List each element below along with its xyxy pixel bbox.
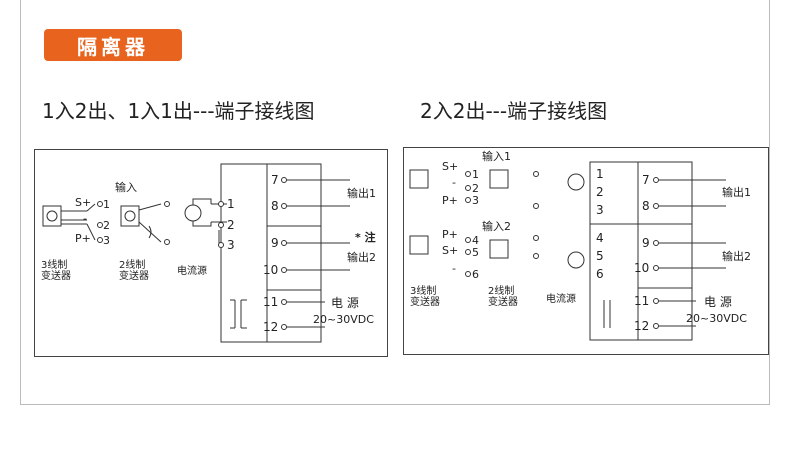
out1-label: 输出1 — [347, 186, 376, 200]
power-label: 电 源 — [331, 296, 359, 310]
out-term-7: 7 — [642, 173, 650, 187]
sign-s-plus: S+ — [75, 196, 91, 209]
sensor2-label-1: 2线制 — [119, 258, 145, 271]
in-term-2: 2 — [472, 182, 479, 195]
out-term-8: 8 — [642, 199, 650, 213]
in-term-5: 5 — [472, 246, 479, 259]
in-term-3: 3 — [103, 234, 110, 247]
sensor3-label-2: 变送器 — [410, 295, 440, 308]
power-range: 20~30VDC — [313, 313, 374, 326]
mod-term-3: 3 — [227, 238, 235, 252]
mod-term-2: 2 — [227, 218, 235, 232]
out2-label: 输出2 — [722, 249, 751, 263]
mod-term-1: 1 — [596, 167, 604, 181]
pwr-term-11: 11 — [263, 295, 278, 309]
sensor3-label-1: 3线制 — [410, 284, 436, 297]
out-term-10: 10 — [634, 261, 649, 275]
mod-term-6: 6 — [596, 267, 604, 281]
sensor3-label-1: 3线制 — [41, 258, 67, 271]
sign-b-2: - — [452, 262, 456, 275]
in-term-2: 2 — [103, 219, 110, 232]
heading-right: 2入2出---端子接线图 — [420, 99, 608, 123]
sign-p-plus: P+ — [75, 232, 91, 245]
out-term-9: 9 — [271, 236, 279, 250]
in-term-4: 4 — [472, 234, 479, 247]
out1-label: 输出1 — [722, 185, 751, 199]
section-badge: 隔离器 — [44, 29, 182, 61]
pwr-term-12: 12 — [263, 320, 278, 334]
wiring-diagram-right: 输入1 输入2 S+ - P+ P+ S+ - 3线制 变送器 2线制 变送器 … — [403, 147, 769, 355]
out2-label: 输出2 — [347, 250, 376, 264]
sensor2-label-2: 变送器 — [119, 269, 149, 282]
out-term-9: 9 — [642, 236, 650, 250]
current-source-label: 电流源 — [177, 264, 207, 277]
power-label: 电 源 — [704, 295, 732, 309]
wiring-diagram-left-svg: 输入 S+ - P+ 3线制 变送器 2线制 变送器 电流源 1 2 3 1 2… — [41, 163, 376, 343]
wiring-diagram-right-svg: 输入1 输入2 S+ - P+ P+ S+ - 3线制 变送器 2线制 变送器 … — [409, 149, 751, 341]
sensor2-label-2: 变送器 — [488, 295, 518, 308]
mod-term-2: 2 — [596, 185, 604, 199]
input2-label: 输入2 — [482, 219, 511, 233]
mod-term-5: 5 — [596, 249, 604, 263]
sign-minus: - — [83, 212, 87, 225]
mod-term-1: 1 — [227, 197, 235, 211]
input1-label: 输入1 — [482, 149, 511, 163]
sign-b-0: P+ — [442, 228, 458, 241]
sign-b-1: S+ — [442, 244, 458, 257]
in-term-1: 1 — [103, 198, 110, 211]
out-term-10: 10 — [263, 263, 278, 277]
in-term-1: 1 — [472, 168, 479, 181]
sign-a-1: - — [452, 176, 456, 189]
input-label: 输入 — [115, 180, 137, 194]
sensor2-label-1: 2线制 — [488, 284, 514, 297]
wiring-diagram-left: 输入 S+ - P+ 3线制 变送器 2线制 变送器 电流源 1 2 3 1 2… — [34, 149, 388, 357]
mod-term-4: 4 — [596, 231, 604, 245]
content-frame — [20, 0, 770, 405]
sign-a-2: P+ — [442, 194, 458, 207]
mod-term-3: 3 — [596, 203, 604, 217]
power-range: 20~30VDC — [686, 312, 747, 325]
sensor3-label-2: 变送器 — [41, 269, 71, 282]
pwr-term-12: 12 — [634, 319, 649, 333]
pwr-term-11: 11 — [634, 294, 649, 308]
out-term-7: 7 — [271, 173, 279, 187]
note-label: * 注 — [355, 230, 376, 244]
out-term-8: 8 — [271, 199, 279, 213]
current-source-label: 电流源 — [546, 292, 576, 305]
heading-left: 1入2出、1入1出---端子接线图 — [42, 99, 315, 123]
in-term-6: 6 — [472, 268, 479, 281]
in-term-3: 3 — [472, 194, 479, 207]
sign-a-0: S+ — [442, 160, 458, 173]
